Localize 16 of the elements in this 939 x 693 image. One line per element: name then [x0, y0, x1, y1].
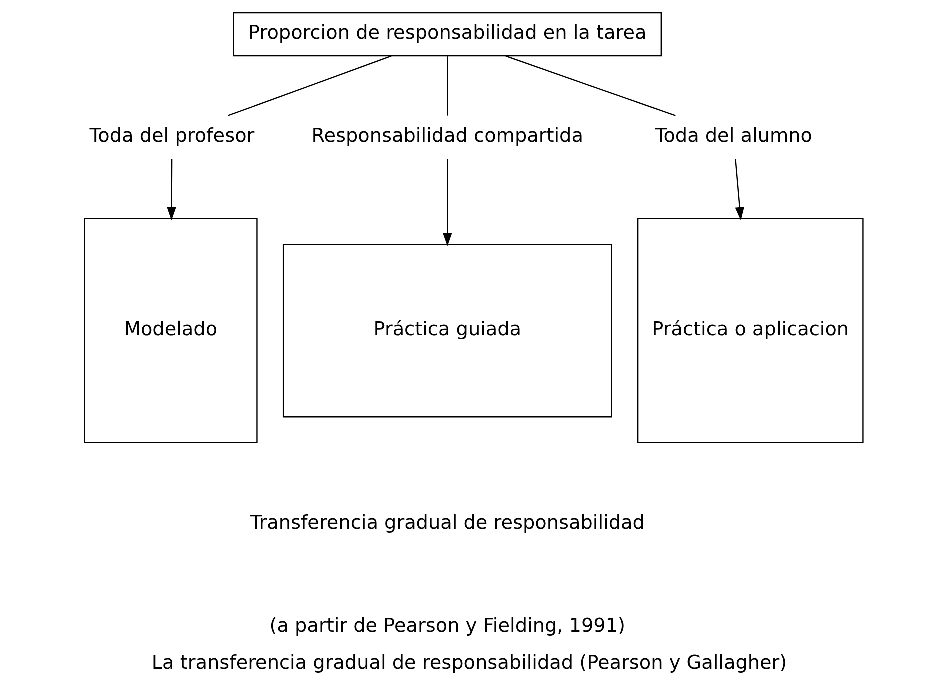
node-text: Toda del profesor — [90, 124, 255, 148]
arrow — [167, 159, 176, 221]
connector — [447, 56, 448, 116]
node-box: Práctica guiada — [282, 244, 612, 418]
connector — [228, 56, 392, 116]
node-box: Práctica o aplicacion — [637, 218, 864, 444]
arrow — [443, 159, 452, 246]
node-box: Proporcion de responsabilidad en la tarea — [233, 12, 662, 57]
label: (a partir de Pearson y Fielding, 1991) — [270, 614, 626, 637]
node-box: Modelado — [84, 218, 258, 444]
node-text: Responsabilidad compartida — [312, 124, 584, 148]
arrow — [735, 159, 744, 221]
connector — [506, 56, 676, 116]
caption: La transferencia gradual de responsabilidad (Pearson y Gallagher) — [152, 651, 788, 674]
node-text: Toda del alumno — [655, 124, 812, 148]
label: Transferencia gradual de responsabilidad — [250, 510, 645, 534]
